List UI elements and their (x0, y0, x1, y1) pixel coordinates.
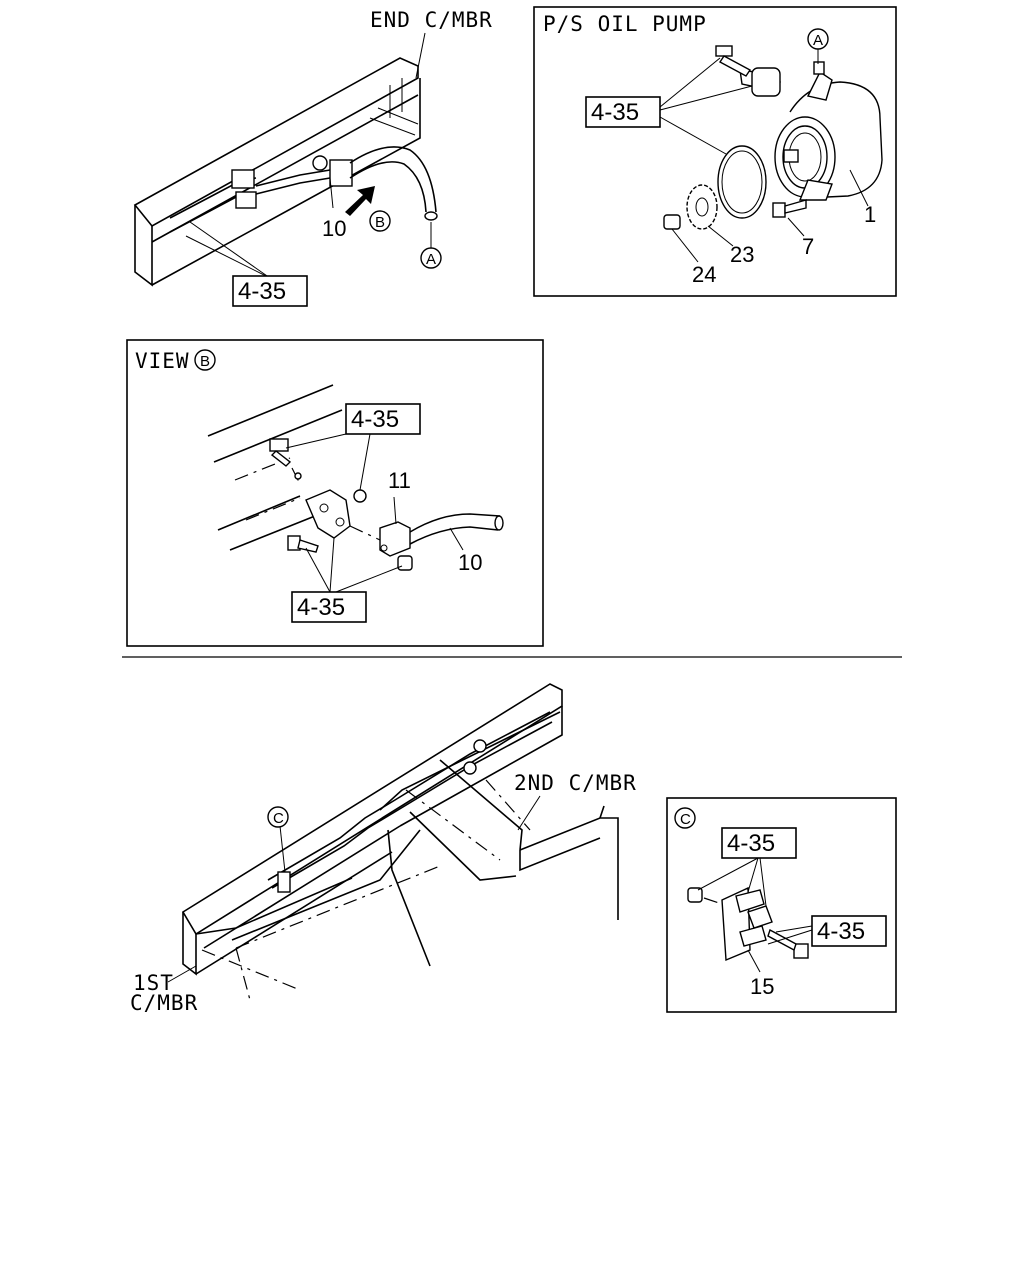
ref-box-end-cmbr (232, 275, 308, 307)
ref-code-view-bottom: 4-35 (297, 594, 345, 621)
part-number-23: 23 (730, 242, 754, 267)
part-number-7: 7 (802, 234, 814, 259)
ref-code-view-top: 4-35 (351, 406, 399, 433)
ps-oil-pump-panel: P/S OIL PUMP A 4-35 (533, 6, 897, 297)
view-label: VIEW (135, 349, 190, 373)
view-b-panel: VIEW B 11 10 (126, 339, 544, 647)
ref-code-pump: 4-35 (591, 99, 639, 126)
marker-c-frame: C (273, 810, 284, 827)
detail-c-panel: C 4-35 4-35 15 (666, 797, 897, 1013)
end-crossmember-view: END C/MBR 10 B A 4-35 (133, 8, 493, 307)
part-number-24: 24 (692, 262, 716, 287)
part-number-11: 11 (388, 468, 411, 493)
second-cmbr-label: 2ND C/MBR (514, 771, 637, 795)
first-cmbr-label-line2: C/MBR (130, 991, 198, 1015)
ref-box-detail-right (811, 915, 887, 947)
marker-a-circle-right (807, 28, 829, 50)
marker-c-circle-frame (267, 806, 289, 828)
ref-box-view-bottom (291, 591, 367, 623)
marker-c-circle-detail (674, 807, 696, 829)
ref-box-detail-top (721, 827, 797, 859)
marker-c-detail: C (680, 811, 691, 828)
marker-b-top: B (375, 214, 385, 231)
marker-b-circle-top (369, 210, 391, 232)
part-number-1: 1 (864, 202, 876, 227)
ref-code-detail-right: 4-35 (817, 918, 865, 945)
chassis-frame-view: C 2ND C/MBR 1ST C/MBR (130, 683, 637, 1015)
ps-oil-pump-label: P/S OIL PUMP (543, 12, 707, 36)
marker-a-right: A (813, 32, 823, 49)
marker-b-circle-view (194, 349, 216, 371)
first-cmbr-label-line1: 1ST (133, 971, 174, 995)
part-number-10-top: 10 (322, 216, 346, 241)
ref-code-end-cmbr: 4-35 (238, 278, 286, 305)
marker-a-left: A (426, 251, 436, 268)
part-number-10-view: 10 (458, 550, 482, 575)
part-number-15: 15 (750, 974, 774, 999)
marker-a-circle-left (420, 247, 442, 269)
ref-box-pump (585, 96, 661, 128)
marker-b-view: B (200, 353, 210, 370)
ref-code-detail-top: 4-35 (727, 830, 775, 857)
ref-box-view-top (345, 403, 421, 435)
end-cmbr-label: END C/MBR (370, 8, 493, 32)
